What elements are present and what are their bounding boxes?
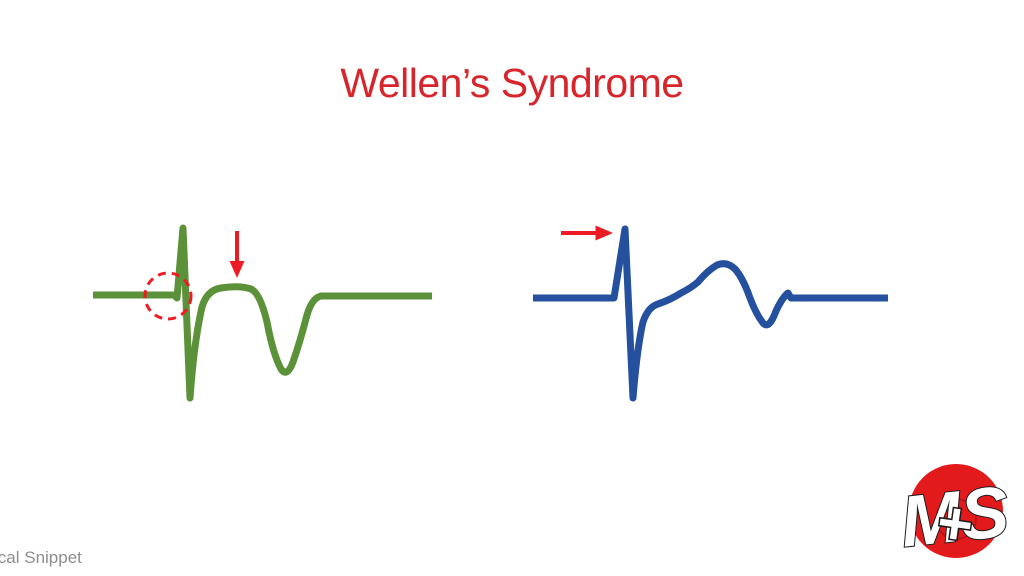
down-arrow-head — [229, 261, 245, 278]
right-arrow-icon — [561, 225, 613, 241]
logo: MS — [896, 464, 1014, 564]
watermark-text: ical Snippet — [0, 548, 82, 567]
right-ecg-waveform — [533, 225, 888, 402]
right-arrow-head — [595, 225, 613, 241]
crosshair-icon — [937, 506, 973, 542]
left-ecg-waveform — [93, 224, 432, 402]
page-title: Wellen’s Syndrome — [340, 60, 684, 106]
down-arrow-icon — [229, 231, 245, 278]
qrs-dashed-circle-annotation — [143, 271, 193, 321]
